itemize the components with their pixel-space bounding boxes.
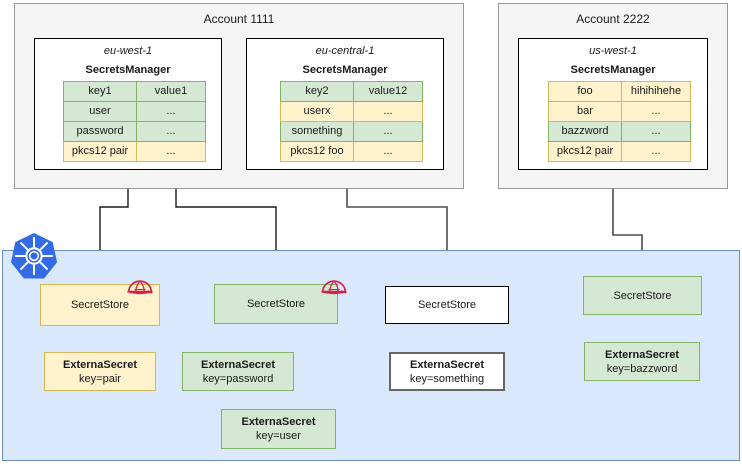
secret-key: pkcs12 foo xyxy=(280,141,354,162)
external-secret-2[interactable]: ExternaSecret key=password xyxy=(182,352,294,391)
secret-store-label: SecretStore xyxy=(417,299,477,311)
table-row: pkcs12 pair ... xyxy=(63,141,206,162)
table-row: pkcs12 foo ... xyxy=(280,141,423,162)
secret-key: key1 xyxy=(63,81,137,102)
secret-key: something xyxy=(280,121,354,142)
secret-value: ... xyxy=(621,101,691,122)
secrets-table: key2 value12 userx ... something ... pkc… xyxy=(280,81,423,162)
secret-value: ... xyxy=(353,141,423,162)
external-secret-key: key=something xyxy=(409,372,485,385)
region-label: eu-west-1 xyxy=(103,45,153,57)
table-row: bazzword ... xyxy=(548,121,691,142)
helm-icon xyxy=(320,275,348,297)
secret-key: foo xyxy=(548,81,622,102)
secret-key: user xyxy=(63,101,137,122)
external-secret-5[interactable]: ExternaSecret key=bazzword xyxy=(584,342,700,381)
table-row: foo hihihihehe xyxy=(548,81,691,102)
secret-store-label: SecretStore xyxy=(70,299,130,311)
secret-value: value12 xyxy=(353,81,423,102)
secret-store-3[interactable]: SecretStore xyxy=(385,286,509,324)
secrets-table: key1 value1 user ... password ... pkcs12… xyxy=(63,81,206,162)
secret-value: value1 xyxy=(136,81,206,102)
external-secret-title: ExternaSecret xyxy=(605,348,679,361)
table-row: bar ... xyxy=(548,101,691,122)
external-secret-1[interactable]: ExternaSecret key=pair xyxy=(44,352,156,391)
secret-key: password xyxy=(63,121,137,142)
table-row: user ... xyxy=(63,101,206,122)
secret-value: ... xyxy=(621,121,691,142)
secret-key: pkcs12 pair xyxy=(548,141,622,162)
region-label: us-west-1 xyxy=(589,45,637,57)
secrets-table: foo hihihihehe bar ... bazzword ... pkcs… xyxy=(548,81,691,162)
table-row: pkcs12 pair ... xyxy=(548,141,691,162)
external-secret-title: ExternaSecret xyxy=(63,358,137,371)
external-secret-title: ExternaSecret xyxy=(410,358,484,371)
external-secret-title: ExternaSecret xyxy=(201,358,275,371)
service-label: SecretsManager xyxy=(302,64,388,76)
external-secret-4[interactable]: ExternaSecret key=something xyxy=(389,352,505,391)
secret-store-label: SecretStore xyxy=(613,289,672,302)
region-container-eu-west-1: eu-west-1 SecretsManager key1 value1 use… xyxy=(34,38,222,170)
service-label: SecretsManager xyxy=(85,64,171,76)
account-title: Account 2222 xyxy=(576,12,650,26)
kubernetes-logo xyxy=(10,232,58,280)
service-label: SecretsManager xyxy=(570,64,656,76)
external-secret-key: key=pair xyxy=(79,372,121,385)
secret-key: pkcs12 pair xyxy=(63,141,137,162)
secret-key: bar xyxy=(548,101,622,122)
external-secret-key: key=bazzword xyxy=(606,362,678,375)
secret-value: ... xyxy=(353,121,423,142)
secret-store-2[interactable]: SecretStore xyxy=(214,284,338,324)
region-label: eu-central-1 xyxy=(315,45,375,57)
secret-key: bazzword xyxy=(548,121,622,142)
secret-key: userx xyxy=(280,101,354,122)
table-row: key2 value12 xyxy=(280,81,423,102)
secret-value: ... xyxy=(353,101,423,122)
secret-key: key2 xyxy=(280,81,354,102)
secret-store-label: SecretStore xyxy=(246,298,306,310)
secret-store-4[interactable]: SecretStore xyxy=(583,276,702,315)
external-secret-key: key=password xyxy=(202,372,274,385)
secret-value: ... xyxy=(136,101,206,122)
external-secret-3[interactable]: ExternaSecret key=user xyxy=(221,409,336,449)
region-container-eu-central-1: eu-central-1 SecretsManager key2 value12… xyxy=(246,38,444,170)
table-row: something ... xyxy=(280,121,423,142)
table-row: password ... xyxy=(63,121,206,142)
secret-value: ... xyxy=(621,141,691,162)
region-container-us-west-1: us-west-1 SecretsManager foo hihihihehe … xyxy=(518,38,708,170)
secret-value: ... xyxy=(136,121,206,142)
external-secret-key: key=user xyxy=(256,430,301,442)
table-row: key1 value1 xyxy=(63,81,206,102)
account-title: Account 1111 xyxy=(203,12,275,26)
helm-icon xyxy=(126,275,154,297)
secret-value: ... xyxy=(136,141,206,162)
secret-value: hihihihehe xyxy=(621,81,691,102)
table-row: userx ... xyxy=(280,101,423,122)
external-secret-title: ExternaSecret xyxy=(241,416,316,428)
